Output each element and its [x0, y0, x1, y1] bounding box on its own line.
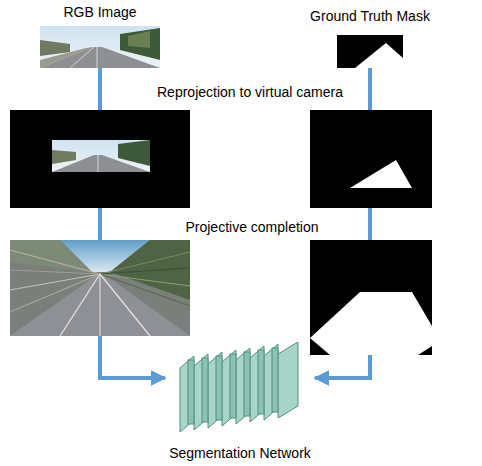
rgb-photo [40, 26, 160, 68]
node-label: Segmentation Network [169, 445, 311, 462]
reprojected-photo [10, 110, 190, 208]
network-icon [180, 342, 298, 432]
image-node: Ground Truth Mask [306, 8, 434, 68]
completed-mask [310, 240, 432, 355]
image-node: RGB Image [40, 4, 160, 68]
network-node: Segmentation Network [165, 340, 315, 462]
node-label: Ground Truth Mask [310, 8, 430, 25]
node-label: RGB Image [63, 4, 136, 21]
stage-label: Reprojection to virtual camera [155, 84, 345, 101]
mask-image [337, 35, 403, 68]
stage-label: Projective completion [183, 219, 320, 236]
reprojected-mask [310, 110, 432, 208]
completed-photo [10, 240, 190, 336]
